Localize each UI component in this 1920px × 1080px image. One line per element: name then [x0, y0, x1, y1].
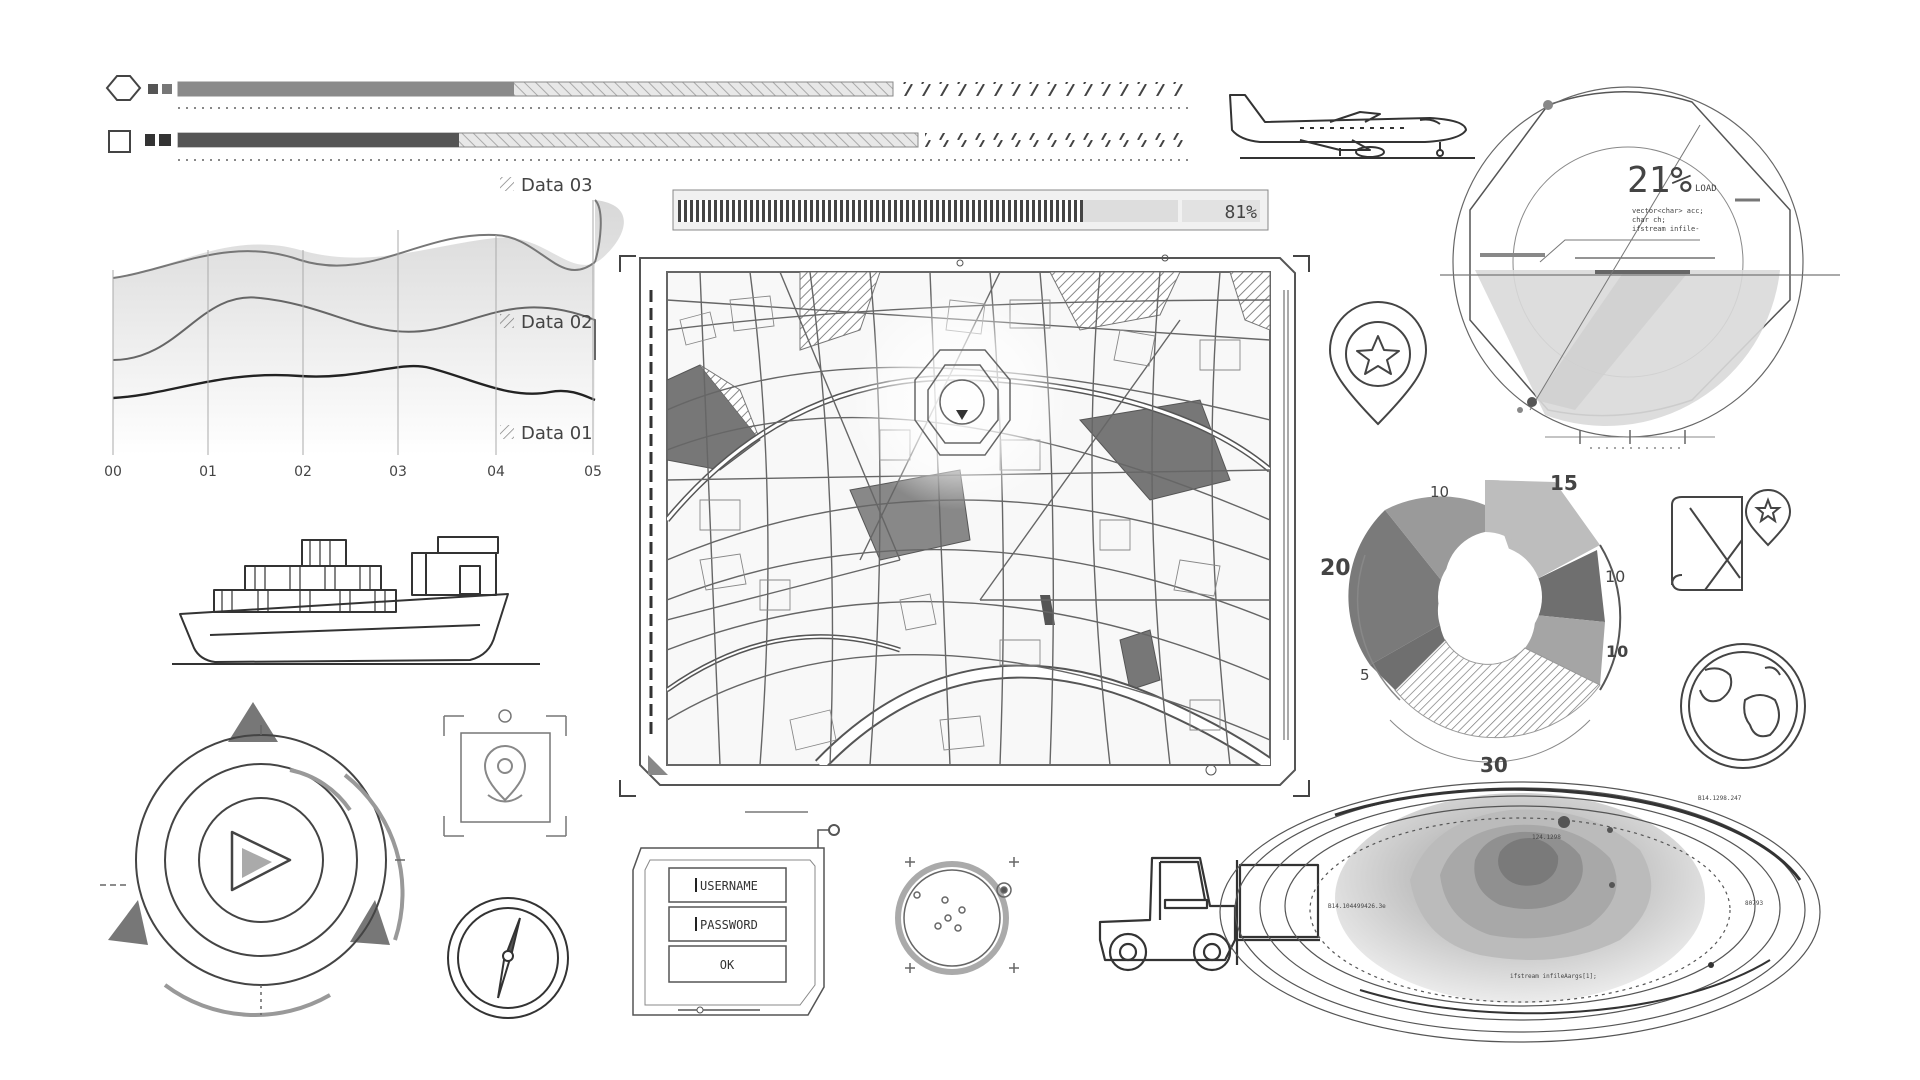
x-tick-label: 04: [487, 464, 505, 480]
legend-swatch: [500, 425, 514, 439]
wave-legend: Data 03 Data 02 Data 01: [500, 175, 593, 444]
progress-fill: [678, 200, 1083, 222]
donut-slice-20: [1348, 510, 1445, 665]
wave-x-axis: 00 01 02 03 04 05: [104, 464, 602, 480]
username-label: USERNAME: [700, 879, 758, 893]
ok-label: OK: [720, 958, 735, 972]
load-gauge: 21% LOAD vector<char> acc; char ch; ifst…: [1440, 86, 1840, 449]
donut-slice-10a: [1535, 550, 1605, 622]
legend-label-data-02: Data 02: [521, 312, 593, 333]
progress-percent: 81%: [1224, 202, 1257, 223]
folded-map-star-icon[interactable]: [1671, 489, 1792, 591]
play-icon[interactable]: [230, 830, 292, 892]
legend-swatch: [500, 177, 514, 191]
donut-label: 10: [1605, 567, 1625, 586]
compass-icon[interactable]: [447, 897, 569, 1019]
map-streets: [667, 272, 1270, 765]
top-bar-row-2: [108, 130, 1190, 161]
legend-label-data-03: Data 03: [521, 175, 593, 196]
username-field[interactable]: USERNAME: [668, 867, 787, 903]
donut-label: 5: [1360, 666, 1370, 684]
ship-icon: [172, 536, 540, 665]
legend-item-data-01: Data 01: [500, 423, 593, 444]
contour-tag: 80793: [1745, 900, 1763, 907]
forklift-icon: [1098, 856, 1320, 972]
donut-label: 10: [1606, 642, 1628, 661]
scope-reticle: [895, 857, 1019, 975]
x-tick-label: 03: [389, 464, 407, 480]
location-pin-icon: [483, 745, 527, 803]
legend-swatch: [500, 314, 514, 328]
wave-line-data-02: [112, 296, 596, 361]
donut-slice-10c: [1385, 496, 1485, 585]
donut-chart: 15 10 10 30 5 20 10: [1320, 471, 1628, 777]
donut-label: 30: [1480, 753, 1508, 777]
play-radar[interactable]: [100, 702, 405, 1018]
login-panel: USERNAME PASSWORD OK: [632, 811, 840, 1016]
code-line: vector<char> acc;: [1632, 207, 1704, 215]
donut-label: 15: [1550, 471, 1578, 495]
code-line: ifstream infile-: [1632, 225, 1699, 233]
legend-item-data-02: Data 02: [500, 312, 593, 333]
airplane-icon: [1229, 94, 1475, 159]
donut-label: 10: [1430, 483, 1449, 501]
code-line: char ch;: [1632, 216, 1666, 224]
x-tick-label: 02: [294, 464, 312, 480]
x-tick-label: 00: [104, 464, 122, 480]
gauge-unit: LOAD: [1695, 184, 1717, 194]
location-frame[interactable]: [443, 709, 567, 837]
contour-tag: B14.1298.247: [1698, 795, 1742, 802]
map-progress-bar: 81%: [672, 189, 1269, 231]
ok-button[interactable]: OK: [668, 945, 787, 983]
donut-slice-5: [1370, 625, 1445, 690]
password-label: PASSWORD: [700, 918, 758, 932]
hexagon-icon: [105, 75, 142, 101]
contour-tag: ifstream infileAargs[1];: [1510, 973, 1597, 980]
top-bar-fill: [178, 82, 514, 96]
donut-slice-30: [1394, 639, 1601, 739]
wave-line-data-03: [112, 233, 596, 279]
map-pin-star-icon[interactable]: [1328, 301, 1428, 426]
globe-icon[interactable]: [1680, 643, 1806, 769]
top-bar-row-1: [105, 75, 1190, 109]
contour-rings: B14.1298.247 B14.104499426.3e 80793 124.…: [1219, 781, 1821, 1043]
x-tick-label: 01: [199, 464, 217, 480]
donut-slice-10b: [1525, 615, 1605, 685]
map-target-marker[interactable]: [914, 349, 1011, 456]
password-field[interactable]: PASSWORD: [668, 906, 787, 942]
legend-label-data-01: Data 01: [521, 423, 593, 444]
square-icon: [108, 130, 131, 153]
x-tick-label: 05: [584, 464, 602, 480]
gauge-value: 21%: [1627, 160, 1692, 201]
top-progress-bars: [105, 75, 1190, 161]
legend-item-data-03: Data 03: [500, 175, 593, 196]
contour-tag: B14.104499426.3e: [1328, 903, 1386, 910]
donut-slice-15: [1485, 480, 1600, 580]
donut-label: 20: [1320, 556, 1351, 581]
contour-tag: 124.1298: [1532, 834, 1561, 841]
wave-chart: Data 03 Data 02 Data 01 00 01 02 03 04 0…: [104, 175, 624, 480]
wave-line-data-01: [112, 364, 596, 402]
city-map[interactable]: [619, 254, 1310, 797]
top-bar-fill: [178, 133, 459, 147]
